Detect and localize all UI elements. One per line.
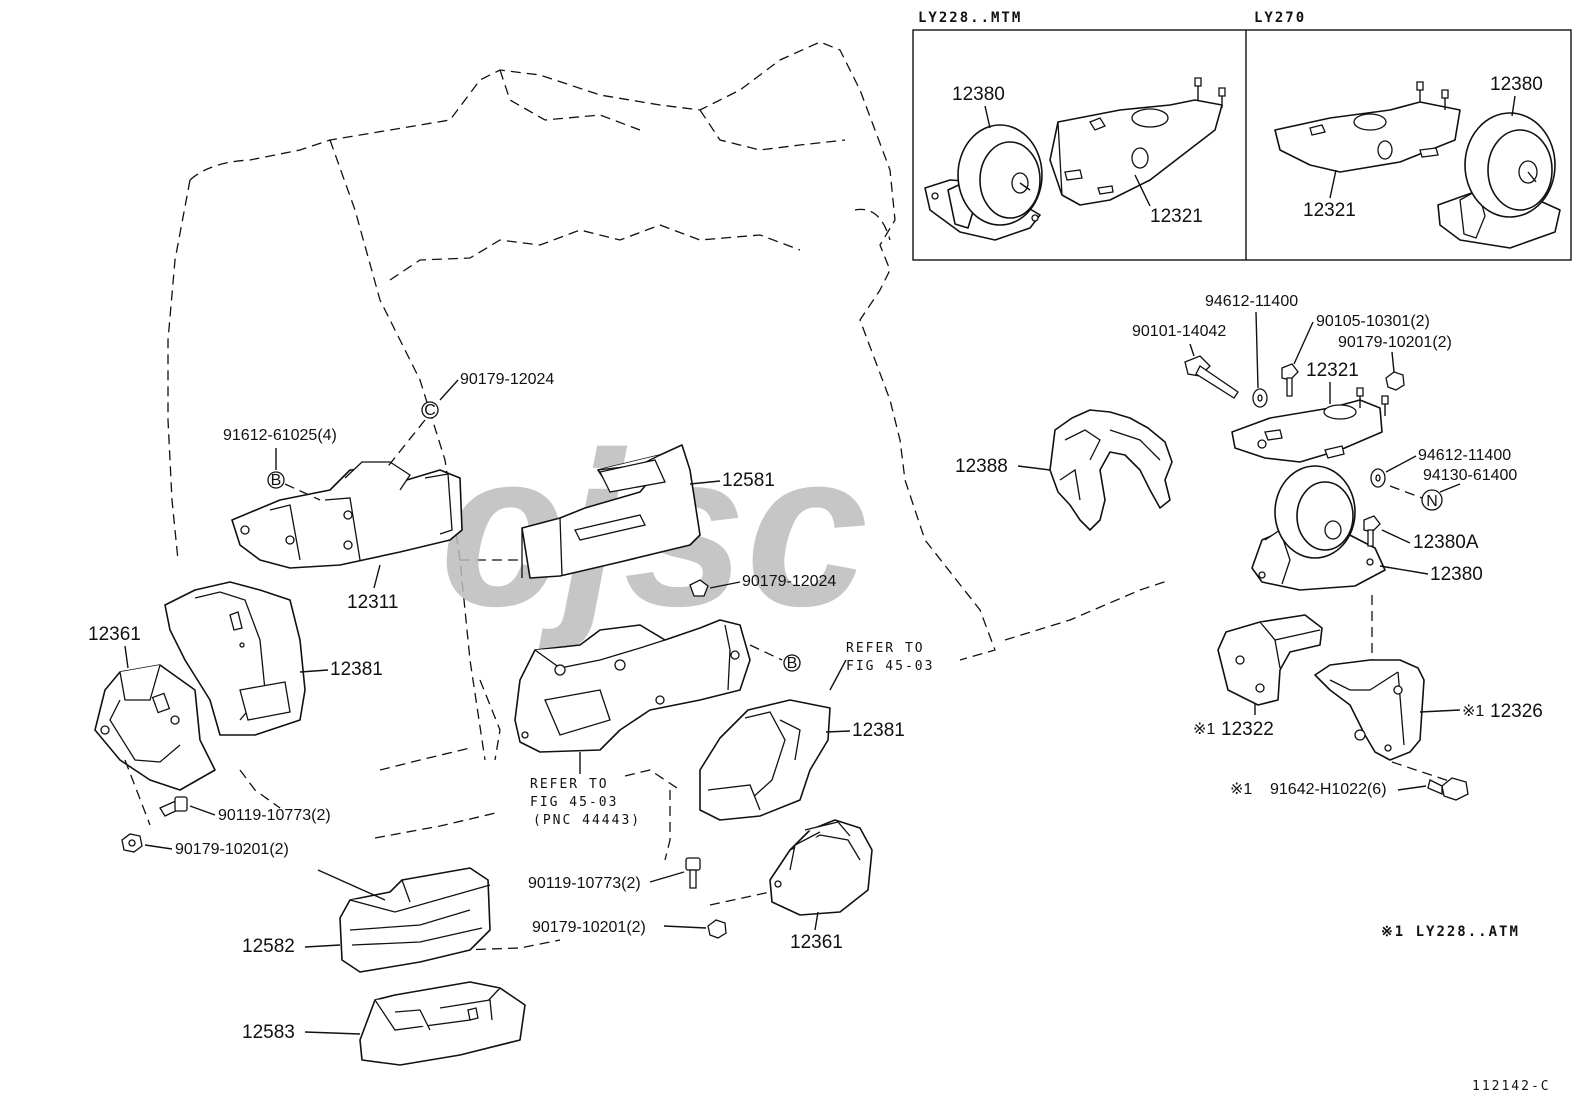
nut-90179-10201-right bbox=[1385, 371, 1405, 391]
svg-text:B: B bbox=[787, 655, 798, 672]
svg-text:C: C bbox=[424, 402, 436, 419]
inset-left-bracket-12321 bbox=[1049, 77, 1226, 206]
label-12321-right: 12321 bbox=[1306, 360, 1359, 381]
marker-n: N bbox=[1421, 489, 1443, 511]
svg-text:(PNC 44443): (PNC 44443) bbox=[533, 813, 641, 828]
label-94612-11400-b: 94612-11400 bbox=[1418, 447, 1511, 464]
label-12322: 12322 bbox=[1221, 719, 1274, 740]
label-12381-left: 12381 bbox=[330, 659, 383, 680]
svg-text:REFER TO: REFER TO bbox=[846, 641, 925, 656]
marker-b-left: B bbox=[267, 471, 285, 489]
engine-phantom-outline bbox=[167, 41, 1171, 951]
svg-text:N: N bbox=[1426, 493, 1438, 510]
svg-text:REFER TO: REFER TO bbox=[530, 777, 609, 792]
part-crossmember-refer bbox=[514, 619, 751, 753]
part-12581-protector bbox=[521, 444, 701, 579]
inset-right-mount-12380 bbox=[1437, 112, 1561, 249]
part-12311-bracket bbox=[231, 461, 463, 569]
marker-c-top: C bbox=[421, 401, 439, 419]
label-12381-mid: 12381 bbox=[852, 720, 905, 741]
bolt-90101-14042 bbox=[1184, 355, 1239, 399]
inset-right-bracket-12321 bbox=[1274, 81, 1461, 173]
part-12380-mount-right bbox=[1251, 465, 1386, 591]
label-90179-10201-mid: 90179-10201(2) bbox=[532, 919, 646, 936]
label-12311: 12311 bbox=[347, 592, 398, 613]
label-12582: 12582 bbox=[242, 936, 295, 957]
label-90179-10201-right: 90179-10201(2) bbox=[1338, 334, 1452, 351]
bolt-12380A bbox=[1363, 515, 1381, 547]
label-12380A: 12380A bbox=[1413, 532, 1479, 553]
inset-header-left: LY228..MTM bbox=[918, 10, 1022, 26]
marker-b-mid: B bbox=[783, 654, 801, 672]
refer-note-bottom: REFER TO FIG 45-03 (PNC 44443) bbox=[530, 777, 641, 828]
label-90179-12024-mid: 90179-12024 bbox=[742, 573, 836, 590]
label-12361-mid: 12361 bbox=[790, 932, 843, 953]
label-90179-12024-top: 90179-12024 bbox=[460, 371, 554, 388]
label-94130-61400: 94130-61400 bbox=[1423, 467, 1517, 484]
svg-text:FIG 45-03: FIG 45-03 bbox=[530, 795, 618, 810]
label-12388: 12388 bbox=[955, 456, 1008, 477]
part-12582-protector bbox=[339, 867, 491, 973]
inset-right-label-12321: 12321 bbox=[1303, 200, 1356, 221]
inset-right-label-12380: 12380 bbox=[1490, 74, 1543, 95]
label-12380-right: 12380 bbox=[1430, 564, 1483, 585]
label-12361-left: 12361 bbox=[88, 624, 141, 645]
washer-94612-11400-top bbox=[1252, 388, 1268, 408]
label-12581: 12581 bbox=[722, 470, 775, 491]
note-mark-12326: ※1 bbox=[1462, 703, 1484, 720]
clip-90179-12024-mid bbox=[689, 579, 709, 597]
svg-text:B: B bbox=[271, 472, 282, 489]
note-mark-91642: ※1 bbox=[1230, 781, 1252, 798]
part-12388-insulator bbox=[1049, 409, 1173, 531]
part-12361-mid bbox=[769, 819, 873, 916]
inset-panel: LY228..MTM LY270 12380 12 bbox=[912, 10, 1572, 261]
svg-text:FIG 45-03: FIG 45-03 bbox=[846, 659, 934, 674]
inset-left-label-12380: 12380 bbox=[952, 84, 1005, 105]
nut-90179-10201-mid bbox=[707, 919, 727, 939]
part-12361-left bbox=[94, 664, 216, 791]
label-90179-10201-left: 90179-10201(2) bbox=[175, 841, 289, 858]
part-12381-left bbox=[164, 581, 306, 736]
part-12322-bracket bbox=[1217, 614, 1323, 706]
label-90101-14042: 90101-14042 bbox=[1132, 323, 1226, 340]
figure-code: 112142-C bbox=[1472, 1079, 1551, 1094]
label-12326: 12326 bbox=[1490, 701, 1543, 722]
inset-header-right: LY270 bbox=[1254, 10, 1306, 26]
inset-left-label-12321: 12321 bbox=[1150, 206, 1203, 227]
part-12321-bracket-right bbox=[1231, 387, 1389, 463]
bolt-90119-10773-mid bbox=[685, 857, 701, 889]
washer-94612-11400-b bbox=[1370, 468, 1386, 488]
nut-90179-10201-left bbox=[121, 833, 143, 853]
bolt-91642-H1022 bbox=[1427, 777, 1469, 801]
label-94612-11400-top: 94612-11400 bbox=[1205, 293, 1298, 310]
footnote-ly228-atm: ※1 LY228..ATM bbox=[1381, 924, 1520, 940]
label-90119-10773-left: 90119-10773(2) bbox=[218, 807, 331, 824]
bolt-90105-10301 bbox=[1281, 363, 1299, 397]
label-90105-10301: 90105-10301(2) bbox=[1316, 313, 1430, 330]
label-12583: 12583 bbox=[242, 1022, 295, 1043]
part-12326-bracket bbox=[1314, 659, 1425, 761]
part-12381-mid bbox=[699, 699, 831, 821]
refer-note-top: REFER TO FIG 45-03 bbox=[846, 641, 934, 674]
label-90119-10773-mid: 90119-10773(2) bbox=[528, 875, 641, 892]
label-91642-H1022: 91642-H1022(6) bbox=[1270, 781, 1387, 798]
bolt-90119-10773-left bbox=[159, 796, 188, 817]
part-12583-protector bbox=[359, 981, 526, 1066]
note-mark-12322: ※1 bbox=[1193, 721, 1215, 738]
label-91612-61025: 91612-61025(4) bbox=[223, 427, 337, 444]
inset-left-mount-12380 bbox=[924, 124, 1043, 241]
